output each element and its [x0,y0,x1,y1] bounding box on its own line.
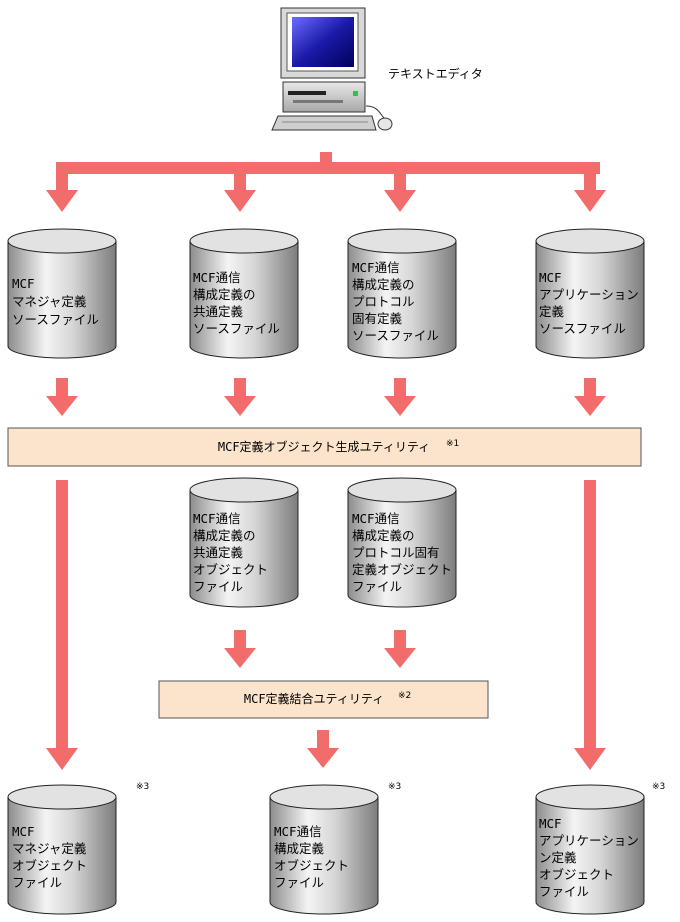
output-comm-cylinder: MCF通信 構成定義 オブジェクト ファイル [269,784,379,915]
intermediate-comm-protocol-line-5: ファイル [352,579,402,594]
output-application-line-3: ン定義 [539,850,577,865]
long-arrows [46,480,606,770]
utility2-note: ※2 [398,691,411,701]
intermediate-comm-common-line-2: 構成定義の [193,528,256,543]
output-manager-cylinder: MCF マネジャ定義 オブジェクト ファイル [7,784,117,915]
intermediate-comm-common-cylinder: MCF通信 構成定義の 共通定義 オブジェクト ファイル [189,477,299,608]
output-manager-note: ※3 [136,782,149,792]
source-comm-protocol-cylinder: MCF通信 構成定義の プロトコル 固有定義 ソースファイル [347,228,457,359]
distribution-arrows [46,152,606,212]
distribution-bar [56,162,600,174]
source-comm-common-line-4: ソースファイル [193,321,280,336]
source-manager-cylinder: MCF マネジャ定義 ソースファイル [7,228,117,359]
intermediate-comm-protocol-line-2: 構成定義の [352,528,415,543]
output-manager-line-3: オブジェクト [12,858,87,873]
output-application-note: ※3 [652,782,665,792]
arrow-from-utility2 [307,730,339,768]
utility1-note: ※1 [446,439,459,449]
source-comm-common-cylinder: MCF通信 構成定義の 共通定義 ソースファイル [189,228,299,359]
intermediate-comm-protocol-line-4: 定義オブジェクト [352,562,452,577]
source-comm-protocol-line-4: 固有定義 [352,311,403,326]
source-comm-protocol-line-5: ソースファイル [352,328,439,343]
editor-label: テキストエディタ [388,66,483,81]
output-application-line-5: ファイル [539,884,589,899]
source-manager-line-1: MCF [12,276,35,291]
intermediate-comm-protocol-line-3: プロトコル固有 [352,545,440,560]
output-manager-line-4: ファイル [12,875,62,890]
output-comm-line-3: オブジェクト [274,858,349,873]
intermediate-comm-common-line-3: 共通定義 [193,545,244,560]
source-application-line-4: ソースファイル [539,321,626,336]
output-comm-line-2: 構成定義 [274,841,325,856]
source-comm-common-line-3: 共通定義 [193,304,244,319]
source-application-line-1: MCF [539,270,562,285]
source-manager-line-2: マネジャ定義 [12,294,87,309]
source-manager-line-3: ソースファイル [12,312,99,327]
utility1-label: MCF定義オブジェクト生成ユティリティ [218,439,430,454]
utility2-label: MCF定義結合ユティリティ [244,691,384,706]
intermediate-comm-protocol-cylinder: MCF通信 構成定義の プロトコル固有 定義オブジェクト ファイル [347,477,457,608]
intermediate-comm-common-line-4: オブジェクト [193,562,268,577]
utility2-box: MCF定義結合ユティリティ ※2 [158,680,489,719]
intermediate-comm-protocol-line-1: MCF通信 [352,511,400,526]
output-application-cylinder: MCF アプリケーション ン定義 オブジェクト ファイル [535,784,645,915]
arrows-to-utility1 [46,378,606,416]
computer-icon [271,7,393,131]
output-comm-line-4: ファイル [274,875,324,890]
source-comm-protocol-line-1: MCF通信 [352,260,400,275]
source-comm-common-line-2: 構成定義の [193,287,256,302]
output-manager-line-2: マネジャ定義 [12,841,87,856]
intermediate-comm-common-line-1: MCF通信 [193,511,241,526]
source-comm-common-line-1: MCF通信 [193,270,241,285]
utility1-box: MCF定義オブジェクト生成ユティリティ ※1 [7,427,642,467]
output-comm-line-1: MCF通信 [274,824,322,839]
output-application-line-2: アプリケーション [539,833,639,848]
intermediate-comm-common-line-5: ファイル [193,579,243,594]
output-comm-note: ※3 [388,782,401,792]
arrows-to-utility2 [224,630,416,668]
output-application-line-4: オブジェクト [539,867,614,882]
source-application-cylinder: MCF アプリケーション 定義 ソースファイル [535,228,645,359]
source-comm-protocol-line-2: 構成定義の [352,277,415,292]
source-comm-protocol-line-3: プロトコル [352,294,415,309]
output-manager-line-1: MCF [12,824,35,839]
source-application-line-2: アプリケーション [539,287,639,302]
source-application-line-3: 定義 [539,304,565,319]
output-application-line-1: MCF [539,816,562,831]
